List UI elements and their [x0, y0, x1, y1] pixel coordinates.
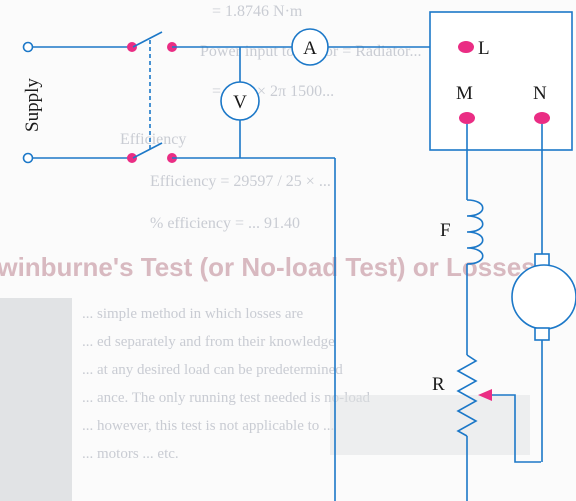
switch-contact-bottom-left: [127, 153, 137, 163]
bg-para-3: ... at any desired load can be predeterm…: [82, 362, 343, 378]
bg-para-4: ... ance. The only running test needed i…: [82, 390, 370, 406]
terminal-box: L M N: [429, 11, 573, 151]
wire-rheostat-slider: [492, 394, 541, 463]
bg-para-1: ... simple method in which losses are: [82, 306, 304, 322]
return-conductor: [172, 157, 336, 501]
bg-para-2: ... ed separately and from their knowled…: [82, 334, 335, 350]
terminal-m-label: M: [456, 83, 473, 104]
terminal-n-label: N: [533, 83, 547, 104]
armature: [511, 264, 576, 330]
bg-line-5: Efficiency = 29597 / 25 × ...: [150, 173, 331, 190]
background-page-text: = 1.8746 N·m Power input to Motor = Radi…: [0, 3, 536, 501]
ammeter-label: A: [303, 38, 317, 59]
bg-heading: Swinburne's Test (or No-load Test) or Lo…: [0, 252, 536, 282]
switch-blade-bottom: [132, 142, 163, 159]
bg-para-5: ... however, this test is not applicable…: [82, 418, 334, 434]
terminal-box-outline: [429, 11, 573, 151]
field-winding-label: F: [440, 220, 451, 241]
bg-line-1: = 1.8746 N·m: [212, 3, 303, 20]
bg-line-6: % efficiency = ... 91.40: [150, 215, 300, 232]
switch-contact-top-left: [127, 42, 137, 52]
switch-blade-top: [132, 31, 163, 48]
rheostat-slider-arrow: [478, 389, 492, 401]
armature-brush-bottom: [534, 327, 550, 341]
bg-photo-smudge: [330, 395, 530, 455]
terminal-m: [459, 112, 475, 124]
bg-para-6: ... motors ... etc.: [82, 446, 179, 462]
voltmeter-label: V: [233, 92, 247, 113]
bg-photo-block: [0, 298, 72, 501]
supply-terminal-top: [22, 41, 34, 53]
field-rheostat-label: R: [432, 374, 445, 395]
terminal-l: [458, 41, 474, 53]
supply-terminals: Supply: [22, 41, 130, 164]
armature-brush-top: [534, 253, 550, 267]
field-rheostat: [456, 354, 478, 437]
double-pole-switch: [127, 31, 177, 163]
field-winding-coil: [466, 199, 484, 265]
shunt-field-branch: F R: [432, 124, 541, 501]
supply-label: Supply: [22, 78, 43, 132]
terminal-l-label: L: [478, 38, 490, 59]
terminal-n: [534, 112, 550, 124]
armature-branch: [511, 124, 576, 462]
supply-terminal-bottom: [22, 152, 34, 164]
voltmeter-branch: V: [220, 47, 260, 158]
bg-line-4: Efficiency: [120, 131, 186, 148]
